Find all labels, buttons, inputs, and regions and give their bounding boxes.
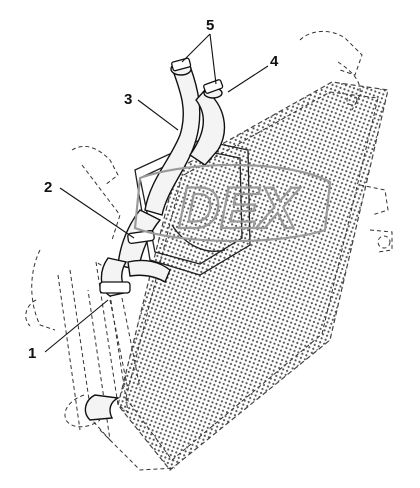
callout-labels: 1 2 3 4 5	[28, 17, 279, 362]
callout-1: 1	[28, 345, 36, 362]
leader-2	[59, 187, 135, 239]
callout-3: 3	[124, 91, 132, 108]
leader-4	[227, 65, 269, 93]
leader-5b	[209, 33, 217, 85]
leader-1	[44, 299, 109, 353]
callout-2: 2	[44, 179, 52, 196]
hose-clamps	[171, 57, 224, 94]
left-upper-shroud	[25, 145, 121, 331]
lower-hose-assembly	[99, 209, 171, 297]
callout-5: 5	[206, 17, 214, 34]
radiator-right-brackets	[299, 31, 393, 253]
lower-outlet-pipe	[84, 297, 141, 421]
radiator-left-tank	[57, 261, 176, 471]
watermark-logo: DEX	[133, 163, 332, 242]
leader-3	[137, 99, 179, 131]
leader-5a	[181, 33, 211, 63]
watermark-text: DEX	[178, 176, 301, 241]
leader-lines	[44, 33, 269, 353]
callout-4: 4	[270, 53, 279, 70]
